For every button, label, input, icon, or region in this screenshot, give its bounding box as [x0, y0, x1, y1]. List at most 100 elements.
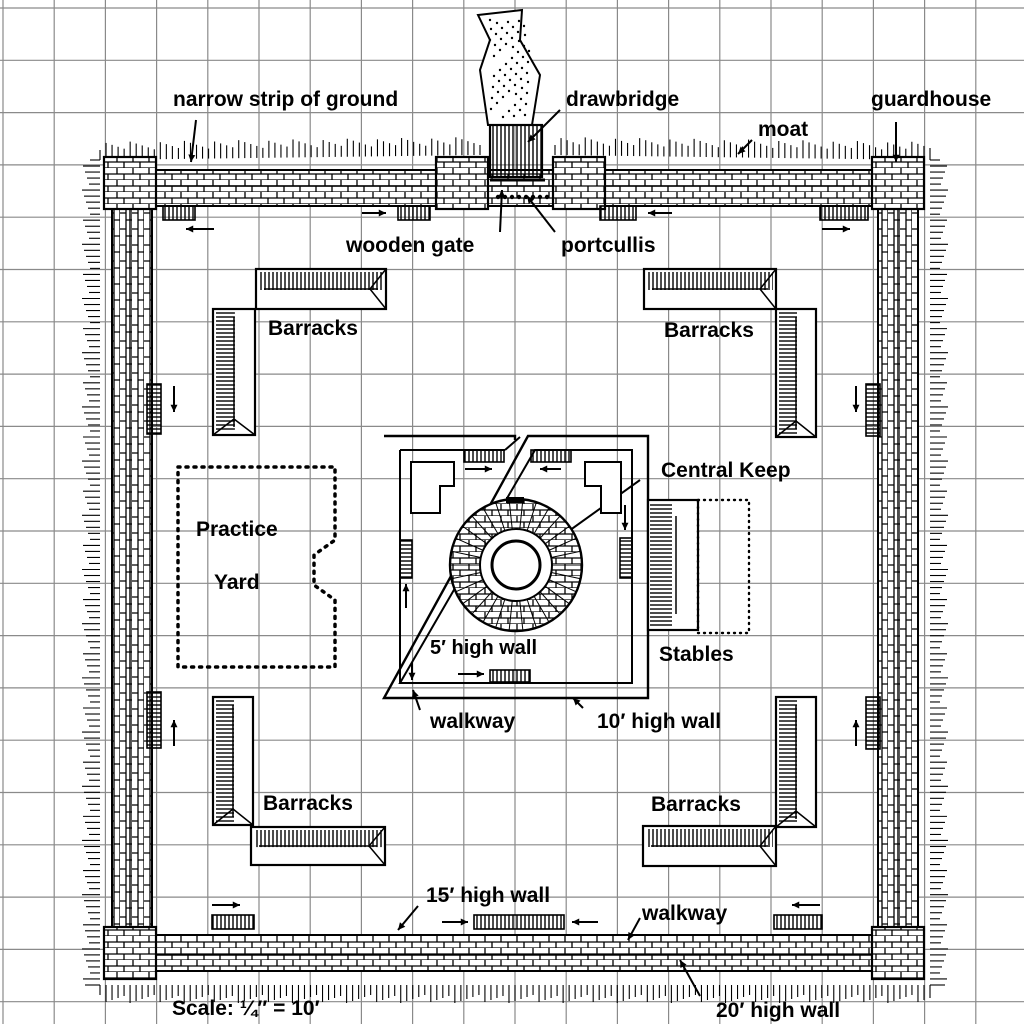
- road-gravel: [494, 32, 498, 36]
- road-gravel: [520, 86, 524, 90]
- roof-hip: [369, 288, 387, 310]
- stair: [599, 205, 637, 221]
- roof-hip: [775, 810, 797, 828]
- keep-stone-line: [455, 579, 484, 593]
- keep-stone-line: [495, 599, 506, 628]
- keep-stone-line: [544, 585, 570, 605]
- road-gravel: [497, 79, 501, 83]
- road-gravel: [522, 24, 526, 28]
- stair: [489, 669, 531, 683]
- road-gravel: [505, 31, 509, 35]
- label-twenty-ft-wall: 20′ high wall: [716, 999, 841, 1022]
- roof-hip: [795, 810, 817, 828]
- road-gravel: [510, 56, 514, 60]
- road-gravel: [509, 67, 513, 71]
- keep-stone-line: [462, 525, 488, 545]
- keep-stone-line: [548, 537, 577, 551]
- label-practice: Practice: [196, 518, 278, 541]
- road-gravel: [526, 60, 530, 64]
- road-gravel: [502, 84, 506, 88]
- keep-stone-line: [533, 507, 550, 535]
- label-barracks-sw: Barracks: [263, 792, 353, 815]
- road-gravel: [519, 77, 523, 81]
- roof-hatch: [254, 830, 382, 848]
- keep-stone-line: [526, 502, 537, 531]
- arrow-head: [484, 465, 492, 473]
- road-gravel: [488, 18, 492, 22]
- keep-stone-line: [539, 515, 561, 539]
- road-gravel: [498, 68, 502, 72]
- road-gravel: [525, 71, 529, 75]
- label-walkway-inner: walkway: [430, 710, 516, 733]
- arrow-shaft: [527, 109, 561, 143]
- keep-stone-line: [508, 600, 513, 631]
- road-gravel: [520, 66, 524, 70]
- roof-hip: [795, 420, 817, 438]
- keep-stone-line: [482, 595, 499, 623]
- keep-door: [506, 497, 524, 503]
- arrow-head: [476, 670, 484, 678]
- roof-hip: [759, 845, 777, 867]
- keep-stone-line: [495, 502, 506, 531]
- road-gravel: [501, 95, 505, 99]
- keep-stone-line: [548, 579, 577, 593]
- arrow-head: [540, 465, 548, 473]
- arrow-head: [188, 154, 196, 162]
- keep-core: [490, 539, 542, 591]
- keep-stone-line: [455, 537, 484, 551]
- road-gravel: [510, 36, 514, 40]
- arrow-head: [572, 918, 580, 926]
- road-gravel: [504, 42, 508, 46]
- label-stables: Stables: [659, 643, 734, 666]
- label-barracks-ne: Barracks: [664, 319, 754, 342]
- road-gravel: [507, 89, 511, 93]
- road-gravel: [514, 92, 518, 96]
- label-moat: moat: [758, 118, 809, 141]
- road-gravel: [491, 85, 495, 89]
- outer-wall-south: [109, 934, 911, 972]
- road-gravel: [495, 101, 499, 105]
- roof-hatch: [779, 700, 797, 824]
- road-gravel: [522, 44, 526, 48]
- road-gravel: [516, 50, 520, 54]
- road-gravel: [495, 21, 499, 25]
- road-gravel: [496, 90, 500, 94]
- roof-hatch: [216, 700, 234, 822]
- arrow-head: [498, 190, 506, 198]
- road-gravel: [526, 80, 530, 84]
- portcullis-dot: [509, 194, 515, 200]
- arrow-head: [186, 225, 194, 233]
- arrow-head: [621, 522, 629, 530]
- keep-stone-line: [551, 571, 581, 580]
- road-gravel: [521, 55, 525, 59]
- keep-stone-line: [451, 571, 481, 580]
- road-gravel: [489, 27, 493, 31]
- portcullis-dot: [523, 194, 529, 200]
- roof-hip: [212, 418, 235, 436]
- keep-stone-line: [471, 591, 493, 615]
- arrow-head: [402, 584, 410, 592]
- roof-hip: [232, 808, 254, 826]
- arrow-head: [170, 404, 178, 412]
- guardhouse: [551, 155, 607, 211]
- keep-stone-line: [451, 550, 481, 559]
- road-gravel: [499, 37, 503, 41]
- keep-stone-line: [462, 585, 488, 605]
- portcullis-dot: [530, 194, 536, 200]
- stair: [819, 205, 869, 221]
- road-gravel: [525, 91, 529, 95]
- road-gravel: [518, 108, 522, 112]
- stair: [530, 449, 572, 463]
- road-gravel: [493, 43, 497, 47]
- road-gravel: [506, 20, 510, 24]
- road-gravel: [507, 109, 511, 113]
- keep-stone-line: [519, 499, 524, 530]
- keep-stone-line: [482, 507, 499, 535]
- road-gravel: [523, 33, 527, 37]
- guardhouse: [870, 925, 926, 981]
- arrow-head: [573, 698, 581, 706]
- label-yard: Yard: [214, 571, 260, 594]
- roof-hip: [759, 288, 777, 310]
- keep-stone-line: [544, 525, 570, 545]
